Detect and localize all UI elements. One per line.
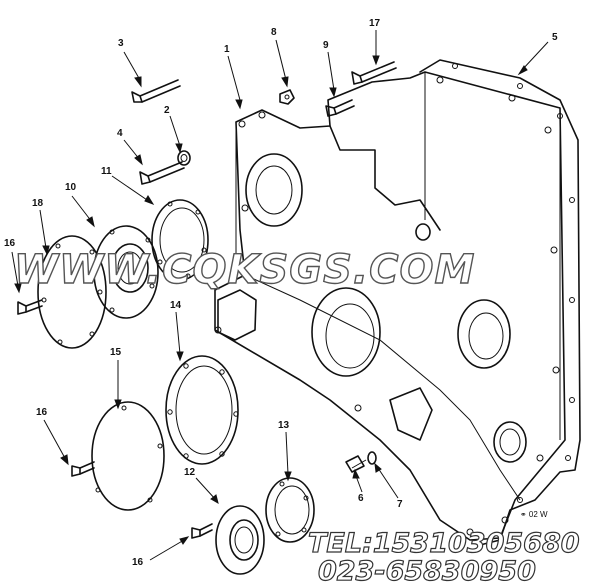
lower-pad (389, 387, 433, 441)
bolt-3 (131, 79, 181, 103)
left-port (217, 289, 257, 341)
callout-15: 15 (110, 347, 122, 358)
callout-16: 16 (132, 557, 144, 568)
seal-carrier-10 (93, 225, 159, 319)
watermark-site: WWW.CQKSGS.COM (14, 247, 475, 293)
callout-2: 2 (164, 105, 170, 116)
gear-housing-gasket (419, 59, 581, 546)
callout-1: 1 (224, 44, 230, 55)
callout-16: 16 (36, 407, 48, 418)
gasket-holes (452, 63, 575, 503)
bolt-9 (325, 99, 355, 117)
nut-8 (279, 89, 295, 105)
gasket-11 (151, 199, 209, 281)
cover-15 (91, 401, 165, 511)
bolt-4 (139, 161, 185, 185)
bolt-16b (71, 461, 95, 477)
callout-17: 17 (369, 18, 381, 29)
right-bore (457, 299, 511, 369)
callout-3: 3 (118, 38, 124, 49)
callout-7: 7 (397, 499, 403, 510)
seal-retainer-12 (215, 505, 265, 575)
callout-4: 4 (117, 128, 123, 139)
callout-11: 11 (101, 166, 112, 177)
lower-bore (493, 421, 527, 463)
callout-6: 6 (358, 493, 364, 504)
housing-top-step (329, 125, 441, 231)
gasket-13 (265, 477, 315, 543)
bolt-16c (191, 523, 213, 539)
gear-housing (214, 71, 566, 541)
plug-6 (345, 455, 367, 473)
callout-5: 5 (552, 32, 558, 43)
callout-9: 9 (323, 40, 329, 51)
housing-bolt-holes (214, 76, 560, 536)
callout-16-group: 16 16 16 (4, 238, 144, 568)
bolt-17 (351, 61, 397, 85)
washer-2 (177, 150, 191, 166)
o-ring-7 (367, 451, 377, 465)
callout-13: 13 (278, 420, 290, 431)
figure-id: ⚭ 02 W (520, 510, 548, 519)
callout-labels: 1 2 3 4 5 6 7 8 9 10 11 12 13 14 15 16 1… (4, 18, 558, 568)
leader-arrows (11, 30, 549, 561)
cover-plate-18 (37, 235, 107, 349)
gasket-14 (165, 355, 239, 465)
center-bore (311, 287, 381, 377)
watermark-phone: TEL:15310305680 (308, 528, 580, 559)
callout-10: 10 (65, 182, 77, 193)
watermark-phone-2: 023-65830950 (318, 556, 536, 587)
callout-16: 16 (4, 238, 16, 249)
callout-14: 14 (170, 300, 182, 311)
callout-8: 8 (271, 27, 277, 38)
callout-18: 18 (32, 198, 44, 209)
callout-12: 12 (184, 467, 196, 478)
upper-bore (245, 153, 303, 227)
